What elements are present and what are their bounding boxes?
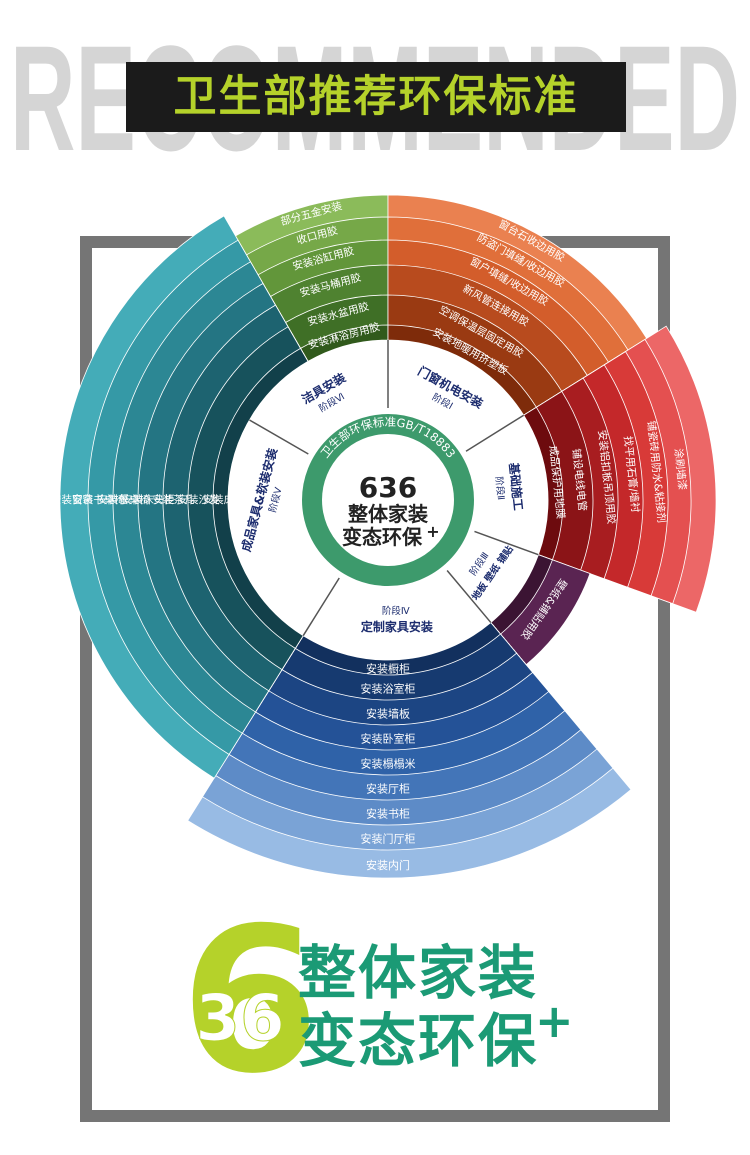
- blue-item-label: 安装橱柜: [366, 662, 410, 676]
- blue-item-label: 安装浴室柜: [361, 682, 416, 696]
- stage-divider: [474, 530, 539, 556]
- stage-divider: [249, 419, 309, 455]
- blue-item-label: 安装书柜: [366, 807, 410, 821]
- stage-ring-bg: [227, 340, 548, 660]
- logo-plus: +: [535, 994, 574, 1048]
- logo-big-6: 6: [180, 900, 319, 1080]
- logo-36: 36: [195, 982, 284, 1056]
- center-line2: 变态环保: [342, 525, 423, 549]
- teal-item-label: 安装餐桌椅: [97, 493, 150, 506]
- teal-item-label: 安装茶几: [153, 493, 195, 506]
- stage-number-s4: 阶段Ⅳ: [382, 605, 410, 617]
- stage-number-s2: 阶段Ⅱ: [493, 476, 507, 501]
- wheel-sectors: [59, 194, 717, 879]
- blue-item-label: 安装墙板: [366, 707, 410, 721]
- blue-item-label: 安装门厅柜: [361, 832, 416, 846]
- teal-item-label: 安装书桌椅: [72, 493, 125, 506]
- stage-divider: [302, 577, 340, 637]
- stage-name-s2: 基础施工: [506, 461, 526, 511]
- logo-mark: 6 36: [180, 900, 319, 1080]
- teal-item-label: 安装窗帘: [51, 493, 93, 506]
- page-title: 卫生部推荐环保标准: [173, 72, 579, 122]
- teal-item-label: 安装床: [203, 493, 235, 506]
- center-badge: 卫生部环保标准GB/T18883 636 整体家装 变态环保 +: [298, 410, 478, 590]
- logo-line2: 变态环保: [298, 1007, 539, 1075]
- center-plus: +: [426, 522, 439, 541]
- title-banner: [126, 62, 626, 132]
- teal-item-label: 安装床头柜: [122, 493, 175, 506]
- teal-item-label: 安装沙发: [178, 493, 220, 506]
- blue-item-label: 安装卧室柜: [361, 732, 416, 746]
- stage-divider: [465, 414, 525, 452]
- stage-divider: [446, 569, 492, 624]
- stage-name-s4: 定制家具安装: [361, 619, 433, 634]
- blue-item-label: 安装厅柜: [366, 782, 410, 796]
- red-item-label: 涂刷墙漆: [672, 448, 689, 492]
- center-number: 636: [359, 471, 417, 504]
- logo-line1: 整体家装: [298, 939, 539, 1007]
- center-line1: 整体家装: [347, 502, 428, 526]
- blue-item-label: 安装内门: [366, 858, 410, 872]
- blue-item-label: 安装榻榻米: [361, 757, 416, 771]
